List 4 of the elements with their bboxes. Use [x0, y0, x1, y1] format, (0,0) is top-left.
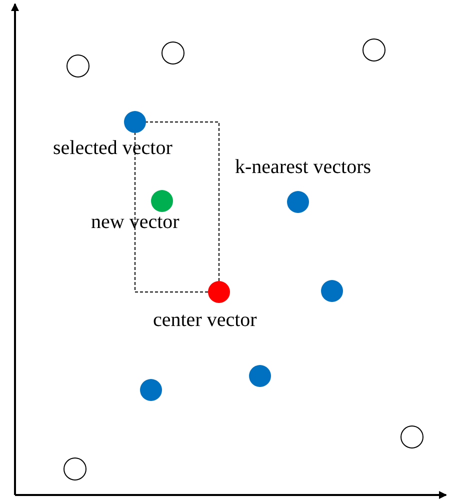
point-label: new vector [91, 211, 180, 233]
point-label: selected vector [53, 137, 172, 159]
point-label: k-nearest vectors [235, 156, 372, 178]
point-label: center vector [153, 309, 257, 331]
